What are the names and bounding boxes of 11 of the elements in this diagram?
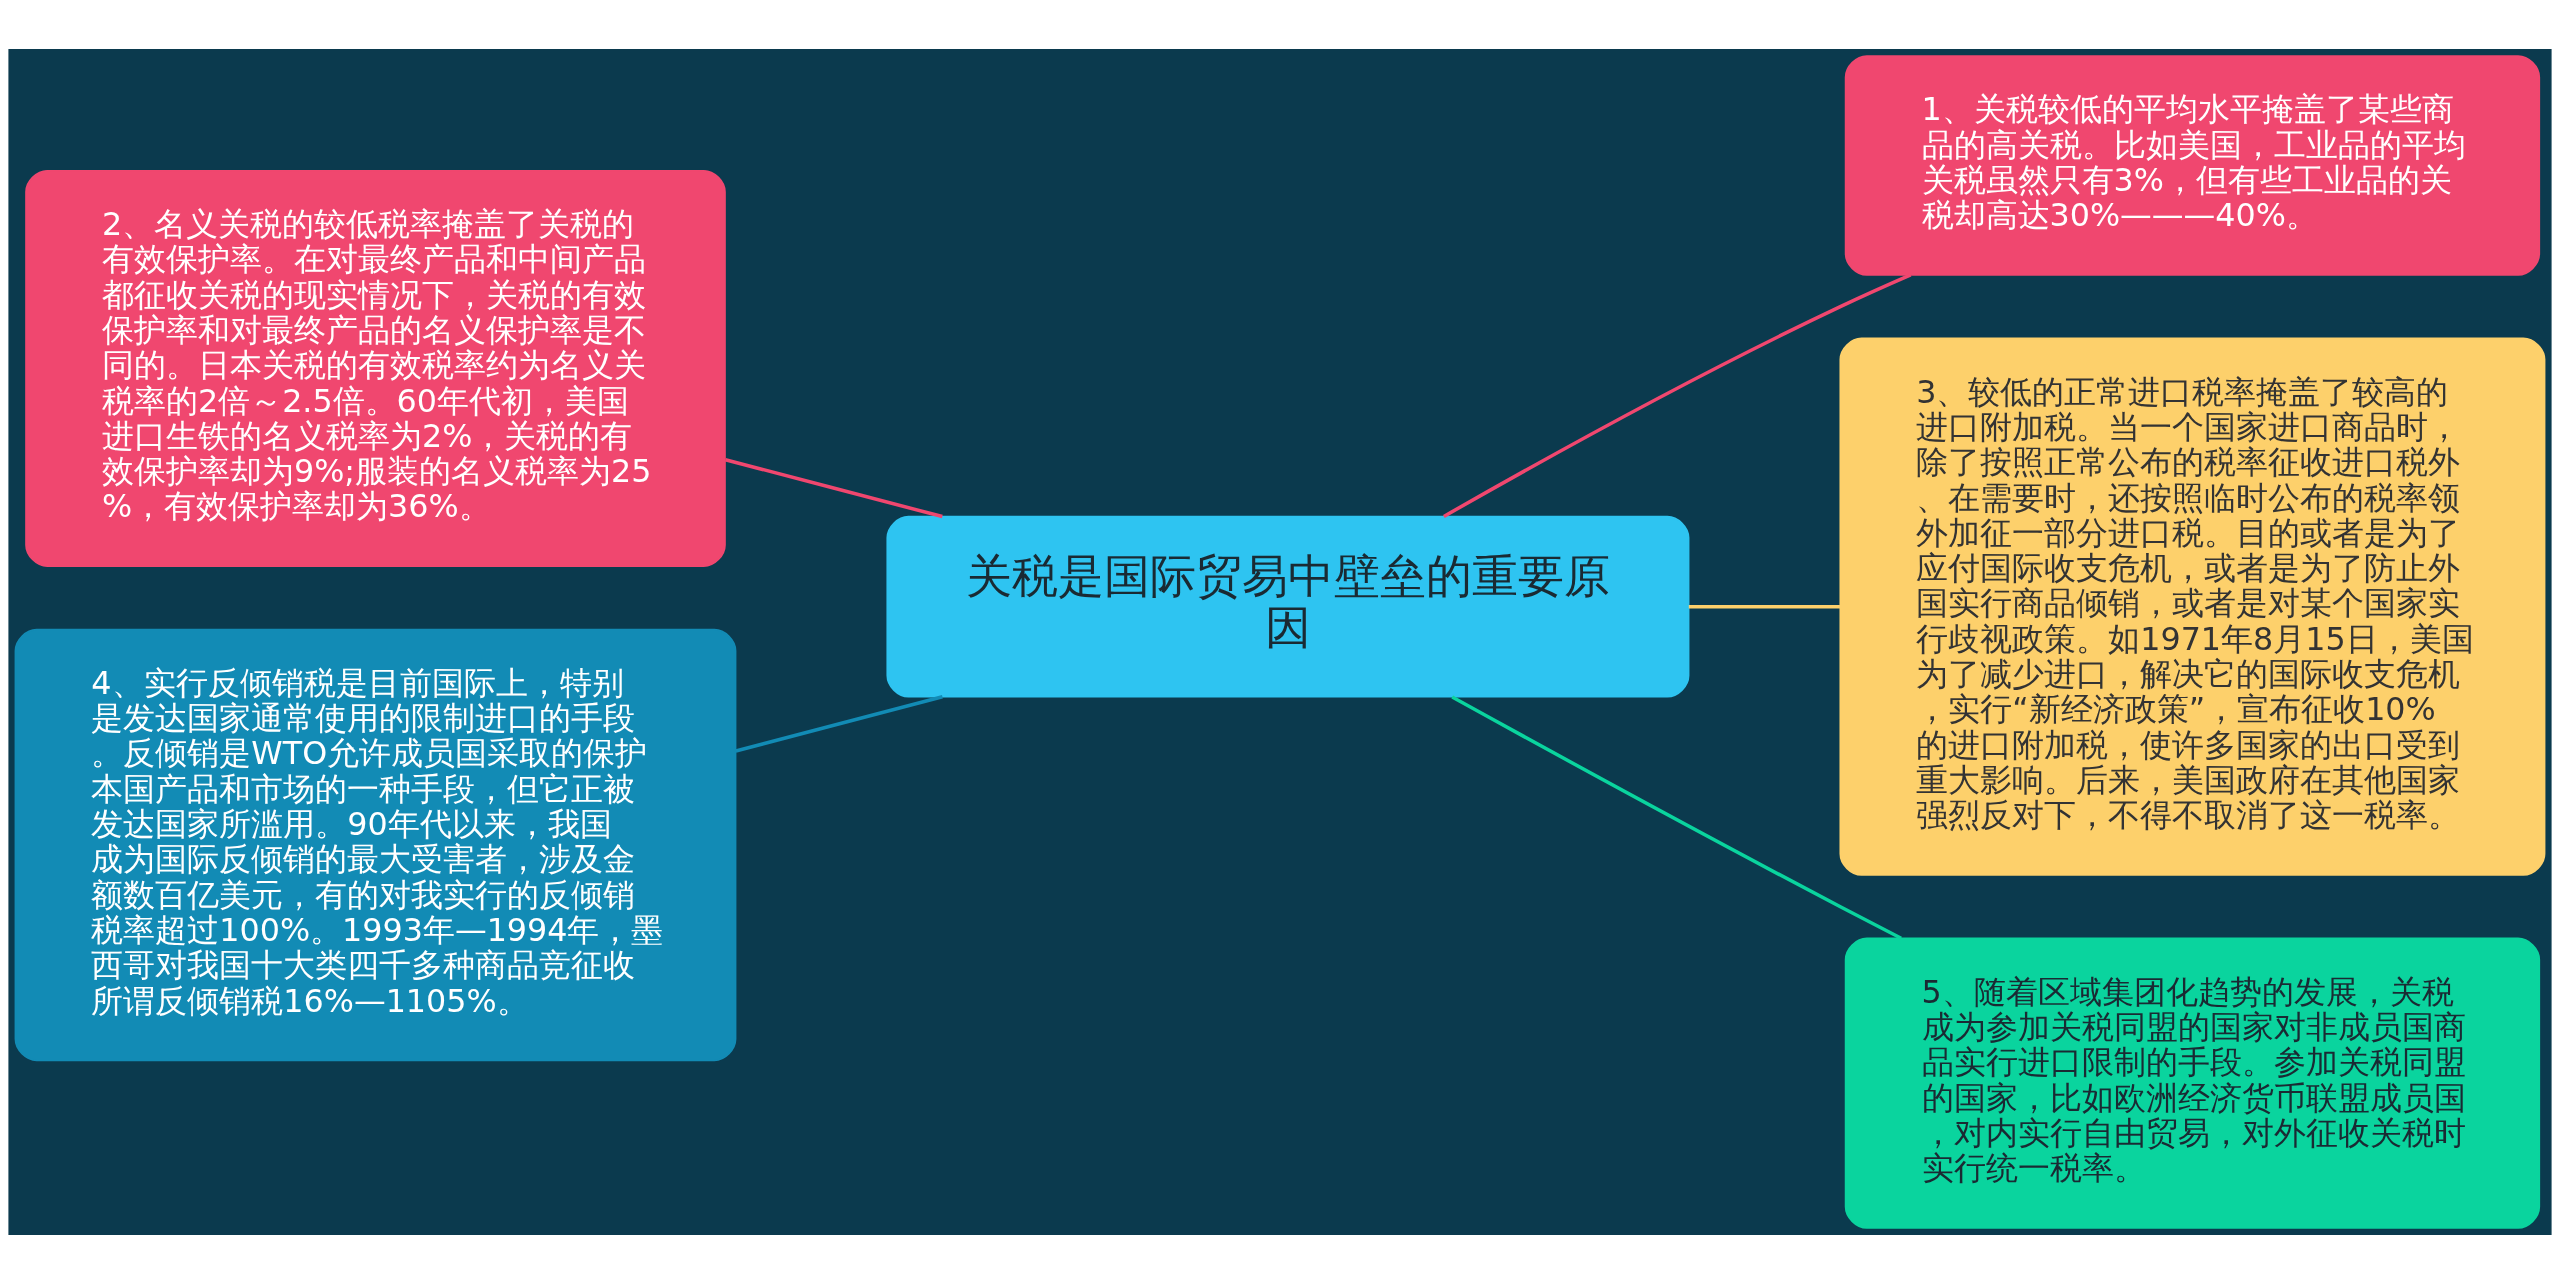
node-box: 关税是国际贸易中壁垒的重要原因 xyxy=(886,515,1690,698)
connector xyxy=(735,694,943,753)
node-box: 2、名义关税的较低税率掩盖了关税的有效保护率。在对最终产品和中间产品都征收关税的现实情况下，关税的有效保护率和对最终产品的名义保护率是不同的。日本关税的有效税率约为名义关税率的2倍～2.5倍。60年代初，美国进口生铁的名义税率为2%，关税的有效保护率却为9%;服装的名义税率为25%，有效保护率却为36%。 xyxy=(25,169,726,567)
connector xyxy=(724,457,943,518)
connector xyxy=(1451,695,1902,940)
connector xyxy=(1443,272,1912,518)
connector xyxy=(1688,604,1840,608)
node-box: 3、较低的正常进口税率掩盖了较高的进口附加税。当一个国家进口商品时，除了按照正常公布的税率征收进口税外、在需要时，还按照临时公布的税率领外加征一部分进口税。目的或者是为了应付国际收支危机，或者是为了防止外国实行商品倾销，或者是对某个国家实行歧视政策。如1971年8月15日，美国为了减少进口，解决它的国际收支危机，实行“新经济政策”，宣布征收10%的进口附加税，使许多国家的出口受到重大影响。后来，美国政府在其他国家强烈反对下，不得不取消了这一税率。 xyxy=(1839,337,2546,876)
node-box: 1、关税较低的平均水平掩盖了某些商品的高关税。比如美国，工业品的平均关税虽然只有3%，但有些工业品的关税却高达30%———40%。 xyxy=(1844,54,2541,276)
node-box: 4、实行反倾销税是目前国际上，特别是发达国家通常使用的限制进口的手段。反倾销是WTO允许成员国采取的保护本国产品和市场的一种手段，但它正被发达国家所滥用。90年代以来，我国成为国际反倾销的最大受害者，涉及金额数百亿美元，有的对我实行的反倾销税率超过100%。1993年—1994年，墨西哥对我国十大类四千多种商品竞征收所谓反倾销税16%—1105%。 xyxy=(14,628,737,1061)
node-box: 5、随着区域集团化趋势的发展，关税成为参加关税同盟的国家对非成员国商品实行进口限制的手段。参加关税同盟的国家，比如欧洲经济货币联盟成员国，对内实行自由贸易，对外征收关税时实行统一税率。 xyxy=(1844,937,2541,1229)
